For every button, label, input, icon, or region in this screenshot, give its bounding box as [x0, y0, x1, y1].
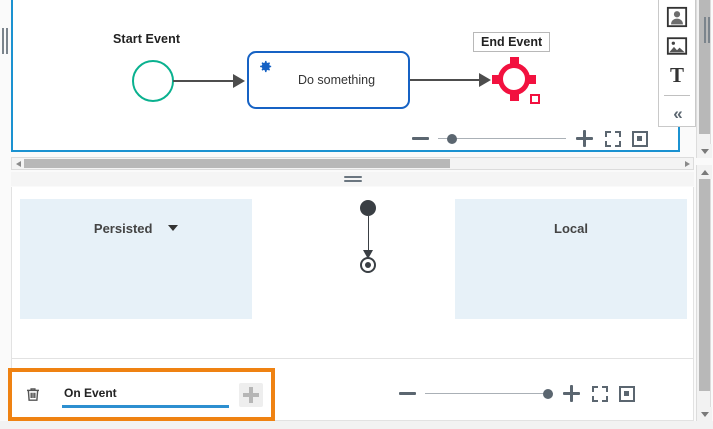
resize-handle-southeast[interactable]: [530, 94, 540, 104]
flow-connector[interactable]: [367, 216, 369, 255]
right-splitter-grip[interactable]: [704, 17, 710, 43]
panel-splitter[interactable]: [11, 172, 694, 186]
window-bottom-strip: [0, 421, 713, 429]
pool-persisted-label: Persisted: [93, 221, 153, 236]
horizontal-scrollbar[interactable]: [11, 157, 694, 170]
fit-to-screen-icon[interactable]: [605, 130, 621, 147]
zoom-out-button[interactable]: [412, 136, 429, 141]
sequence-flow-2[interactable]: [410, 79, 482, 81]
selection-handle-north[interactable]: [509, 57, 519, 66]
vertical-scroll-thumb-bottom[interactable]: [699, 179, 710, 392]
zoom-slider-handle[interactable]: [447, 133, 458, 144]
bpmn-editor-panel[interactable]: Start Event Do something End Event: [11, 0, 680, 152]
vertical-scrollbar-top[interactable]: [696, 0, 712, 158]
text-icon[interactable]: T: [669, 63, 684, 88]
zoom-slider-handle-bottom[interactable]: [543, 388, 553, 399]
trash-icon[interactable]: [24, 385, 42, 404]
horizontal-scroll-track[interactable]: [450, 159, 681, 168]
bpmn-canvas[interactable]: Start Event Do something End Event: [13, 0, 678, 150]
sequence-flow-1[interactable]: [173, 80, 235, 82]
zoom-in-button[interactable]: [576, 130, 593, 147]
tool-palette[interactable]: T «: [658, 0, 696, 127]
scroll-right-button[interactable]: [681, 160, 693, 167]
flow-connector-arrowhead: [363, 250, 373, 259]
event-name-input[interactable]: [62, 381, 229, 404]
selection-handle-west[interactable]: [492, 74, 501, 84]
service-task-node[interactable]: Do something: [247, 51, 410, 109]
person-icon[interactable]: [664, 4, 691, 30]
sequence-flow-2-arrowhead: [479, 73, 491, 87]
pool-persisted-title: Persisted: [20, 221, 252, 236]
start-event-label: Start Event: [113, 32, 181, 46]
fit-to-screen-icon-bottom[interactable]: [592, 385, 608, 402]
sequence-flow-1-arrowhead: [233, 74, 245, 88]
chevron-down-icon[interactable]: [168, 225, 179, 231]
pool-local[interactable]: Local: [455, 199, 687, 319]
scroll-down-button-top[interactable]: [697, 144, 712, 158]
zoom-toolbar-bottom[interactable]: [399, 385, 635, 402]
end-event-label: End Event: [473, 32, 551, 52]
vertical-scroll-thumb-top[interactable]: [699, 0, 710, 134]
horizontal-scroll-thumb[interactable]: [24, 159, 450, 168]
collapse-icon[interactable]: «: [673, 103, 682, 123]
end-event-node[interactable]: [492, 57, 540, 104]
flow-end-node[interactable]: [360, 257, 376, 273]
service-task-label: Do something: [297, 73, 376, 87]
event-property-bar[interactable]: [8, 368, 275, 421]
palette-divider: [664, 94, 690, 96]
gear-icon: [257, 58, 274, 75]
flow-start-node[interactable]: [360, 200, 376, 216]
end-event-ring: [498, 63, 530, 95]
scroll-down-button-bottom[interactable]: [697, 407, 712, 421]
scroll-left-button[interactable]: [12, 160, 24, 167]
zoom-slider-top[interactable]: [438, 133, 566, 144]
start-event-node[interactable]: [132, 60, 174, 102]
zoom-out-button-bottom[interactable]: [399, 391, 416, 396]
flow-editor-panel[interactable]: Persisted Local: [11, 187, 694, 359]
actual-size-icon[interactable]: [632, 130, 648, 147]
vertical-scrollbar-bottom[interactable]: [696, 165, 712, 421]
pool-local-label: Local: [554, 221, 588, 236]
scroll-up-button-bottom[interactable]: [697, 165, 712, 179]
pool-local-title: Local: [455, 221, 687, 236]
pool-persisted[interactable]: Persisted: [20, 199, 252, 319]
zoom-slider-bottom[interactable]: [425, 388, 553, 399]
event-name-field[interactable]: [62, 381, 229, 408]
event-name-underline: [62, 405, 229, 408]
splitter-grip[interactable]: [343, 174, 362, 184]
selection-handle-south[interactable]: [509, 92, 519, 101]
image-icon[interactable]: [664, 34, 691, 60]
left-rail: [0, 0, 11, 421]
add-event-button[interactable]: [239, 382, 263, 407]
zoom-in-button-bottom[interactable]: [563, 385, 580, 402]
selection-handle-east[interactable]: [527, 74, 536, 84]
actual-size-icon-bottom[interactable]: [619, 385, 635, 402]
left-splitter-grip[interactable]: [2, 28, 8, 54]
zoom-toolbar-top[interactable]: [412, 130, 648, 147]
